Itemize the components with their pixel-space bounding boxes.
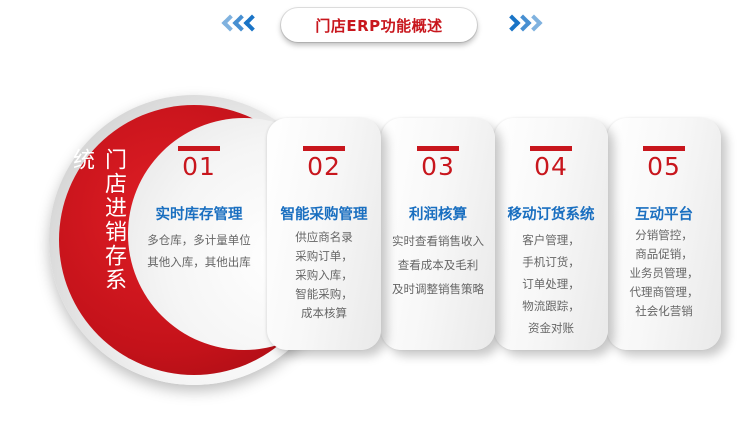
- card-description: 分销管控， 商品促销， 业务员管理， 代理商管理， 社会化营销: [599, 226, 729, 321]
- card-number: 05: [647, 152, 681, 181]
- card-line: 智能采购，: [295, 287, 353, 301]
- card-line: 物流跟踪，: [522, 299, 580, 313]
- card-number: 02: [307, 152, 341, 181]
- card-line: 实时查看销售收入: [392, 234, 484, 248]
- card-line: 供应商名录: [295, 230, 353, 244]
- card-line: 多仓库，多计量单位: [147, 233, 251, 247]
- card-accent-bar: [303, 146, 345, 151]
- card-title: 实时库存管理: [155, 207, 243, 223]
- page-title: 门店ERP功能概述: [315, 16, 443, 35]
- card-line: 资金对账: [528, 321, 574, 335]
- card-description: 供应商名录 采购订单， 采购入库， 智能采购， 成本核算: [259, 228, 389, 323]
- card-line: 商品促销，: [635, 247, 693, 261]
- card-accent-bar: [178, 146, 220, 151]
- system-name-label: 门店进销存系统: [69, 148, 126, 292]
- card-line: 分销管控，: [635, 228, 693, 242]
- card-line: 其他入库，其他出库: [147, 255, 251, 269]
- card-description: 客户管理， 手机订货， 订单处理， 物流跟踪， 资金对账: [486, 229, 616, 339]
- card-title: 互动平台: [635, 207, 693, 223]
- right-chevrons-icon: [503, 14, 543, 32]
- card-line: 订单处理，: [522, 277, 580, 291]
- card-number: 03: [421, 152, 455, 181]
- card-line: 查看成本及毛利: [397, 258, 479, 272]
- card-line: 客户管理，: [522, 233, 580, 247]
- card-line: 及时调整销售策略: [392, 282, 484, 296]
- card-title: 智能采购管理: [280, 207, 368, 223]
- card-number: 04: [534, 152, 568, 181]
- card-line: 采购入库，: [295, 268, 353, 282]
- card-line: 成本核算: [301, 306, 347, 320]
- card-accent-bar: [643, 146, 685, 151]
- card-line: 社会化营销: [635, 304, 693, 318]
- feature-card-purchasing: 02 智能采购管理 供应商名录 采购订单， 采购入库， 智能采购， 成本核算: [267, 118, 381, 350]
- card-line: 采购订单，: [295, 249, 353, 263]
- card-description: 多仓库，多计量单位 其他入库，其他出库: [134, 229, 264, 273]
- card-title: 利润核算: [409, 207, 467, 223]
- feature-card-interactive-platform: 05 互动平台 分销管控， 商品促销， 业务员管理， 代理商管理， 社会化营销: [607, 118, 721, 350]
- card-accent-bar: [530, 146, 572, 151]
- header-banner: 门店ERP功能概述: [281, 8, 477, 42]
- card-description: 实时查看销售收入 查看成本及毛利 及时调整销售策略: [373, 229, 503, 301]
- card-accent-bar: [417, 146, 459, 151]
- card-title: 移动订货系统: [507, 207, 595, 223]
- card-line: 业务员管理，: [629, 266, 699, 280]
- card-line: 代理商管理，: [629, 285, 699, 299]
- feature-card-inventory: 01 实时库存管理 多仓库，多计量单位 其他入库，其他出库: [142, 118, 256, 350]
- feature-card-mobile-ordering: 04 移动订货系统 客户管理， 手机订货， 订单处理， 物流跟踪， 资金对账: [494, 118, 608, 350]
- card-line: 手机订货，: [522, 255, 580, 269]
- feature-card-profit: 03 利润核算 实时查看销售收入 查看成本及毛利 及时调整销售策略: [381, 118, 495, 350]
- left-chevrons-icon: [221, 14, 261, 32]
- card-number: 01: [182, 152, 216, 181]
